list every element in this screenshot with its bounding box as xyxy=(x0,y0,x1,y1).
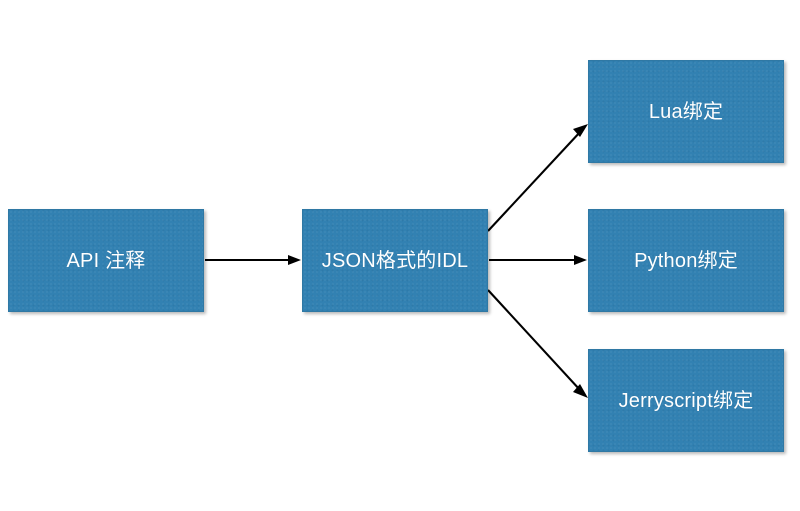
node-label: JSON格式的IDL xyxy=(321,249,469,272)
edge-api-to-json xyxy=(205,255,301,265)
node-label: Lua绑定 xyxy=(648,100,724,123)
node-label: API 注释 xyxy=(66,249,146,272)
edge-json-to-lua xyxy=(487,124,588,232)
edge-json-to-jerry xyxy=(487,289,588,398)
node-label: Jerryscript绑定 xyxy=(618,389,754,412)
node-jerryscript-binding[interactable]: Jerryscript绑定 xyxy=(588,349,784,452)
node-lua-binding[interactable]: Lua绑定 xyxy=(588,60,784,163)
node-label: Python绑定 xyxy=(634,249,738,272)
edge-json-to-python xyxy=(489,255,587,265)
node-json-idl[interactable]: JSON格式的IDL xyxy=(302,209,488,312)
node-python-binding[interactable]: Python绑定 xyxy=(588,209,784,312)
node-api-annotation[interactable]: API 注释 xyxy=(8,209,204,312)
